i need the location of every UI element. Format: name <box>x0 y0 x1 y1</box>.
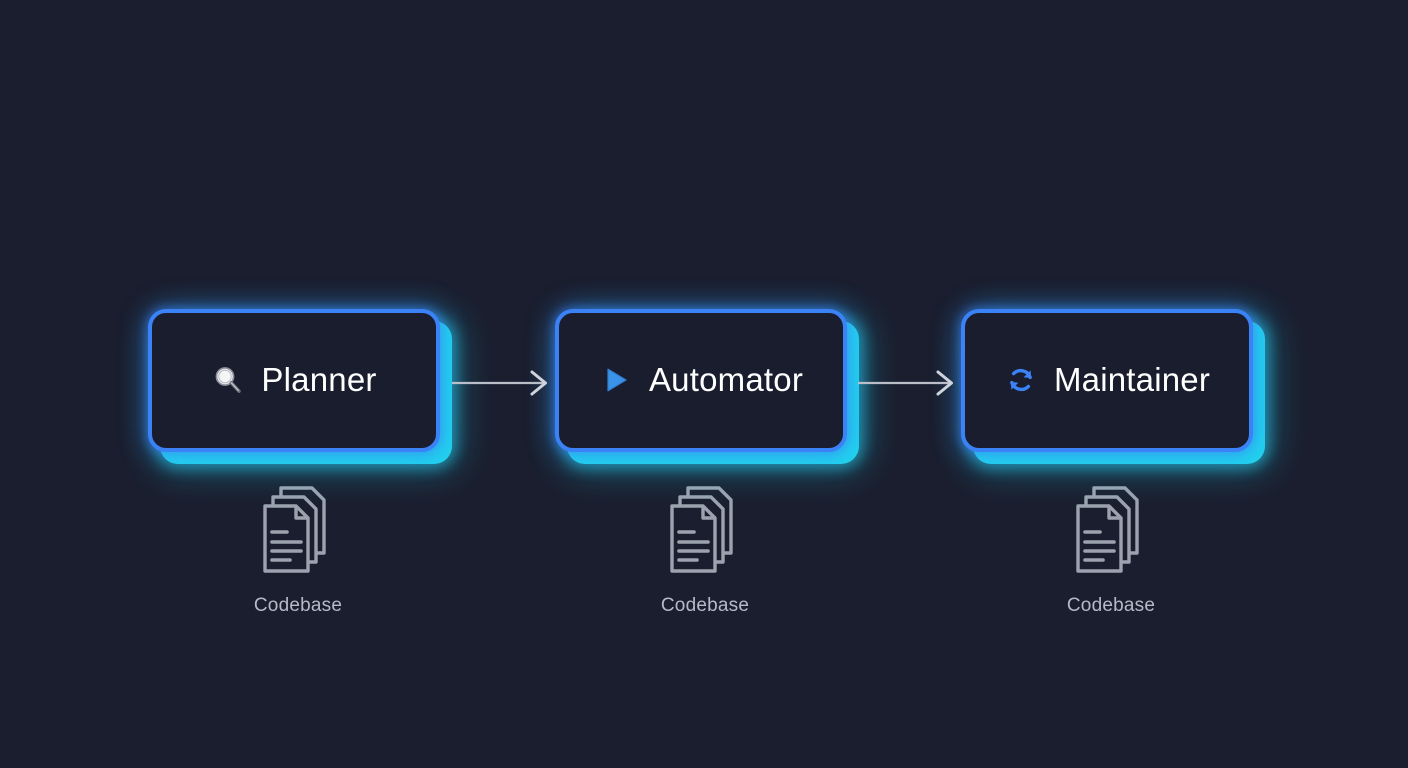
play-triangle-icon <box>599 363 633 397</box>
artifact-label: Codebase <box>1066 595 1156 616</box>
artifact-codebase-planner: Codebase <box>148 481 448 617</box>
node-box[interactable]: Automator <box>555 309 847 452</box>
pipeline-node-planner[interactable]: Planner <box>148 309 452 464</box>
artifact-codebase-maintainer: Codebase <box>961 481 1261 617</box>
node-label: Planner <box>261 360 377 398</box>
documents-stack-icon <box>1067 481 1155 581</box>
connector-arrow-automator-to-maintainer <box>858 369 962 397</box>
refresh-sync-icon <box>1004 363 1038 397</box>
node-box[interactable]: Planner <box>148 309 440 452</box>
node-label: Maintainer <box>1053 360 1211 398</box>
artifact-codebase-automator: Codebase <box>555 481 855 617</box>
pipeline-node-maintainer[interactable]: Maintainer <box>961 309 1265 464</box>
documents-stack-icon <box>661 481 749 581</box>
node-box[interactable]: Maintainer <box>961 309 1253 452</box>
documents-stack-icon <box>254 481 342 581</box>
node-label: Automator <box>648 360 804 398</box>
artifact-label: Codebase <box>660 595 750 616</box>
pipeline-node-automator[interactable]: Automator <box>555 309 859 464</box>
connector-arrow-planner-to-automator <box>452 369 556 397</box>
magnifying-glass-icon <box>211 363 245 397</box>
artifact-label: Codebase <box>253 595 343 616</box>
